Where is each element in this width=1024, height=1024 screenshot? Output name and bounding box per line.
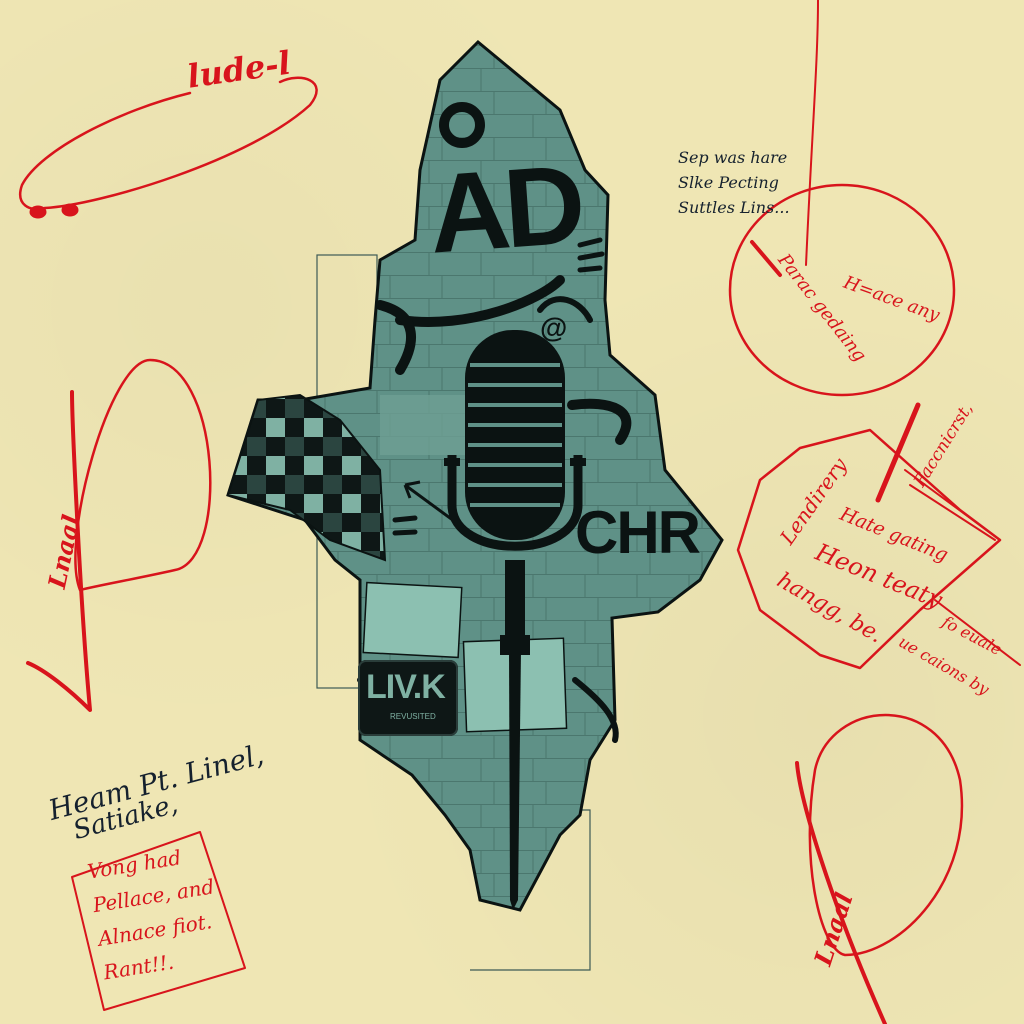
sticker-subtitle: REVUSITED bbox=[390, 712, 436, 721]
top-right-note: Sep was hare Slke Pecting Suttles Lins..… bbox=[678, 145, 790, 220]
graffiti-chr: CHR bbox=[575, 499, 701, 566]
note-line: Slke Pecting bbox=[678, 173, 779, 192]
plaid-fabric bbox=[226, 393, 387, 562]
sticky-note-left bbox=[362, 581, 463, 659]
top-left-lasso bbox=[19, 76, 318, 211]
boxed-note: Vong had Pellace, and Alnace fiot. Rant!… bbox=[85, 836, 227, 989]
note-line: Suttles Lins... bbox=[678, 198, 790, 217]
livk-sticker: LIV.K REVUSITED bbox=[358, 660, 458, 736]
note-line: Sep was hare bbox=[678, 148, 788, 167]
sticker-title: LIV.K bbox=[366, 668, 446, 706]
graffiti-at: @ bbox=[540, 312, 568, 343]
